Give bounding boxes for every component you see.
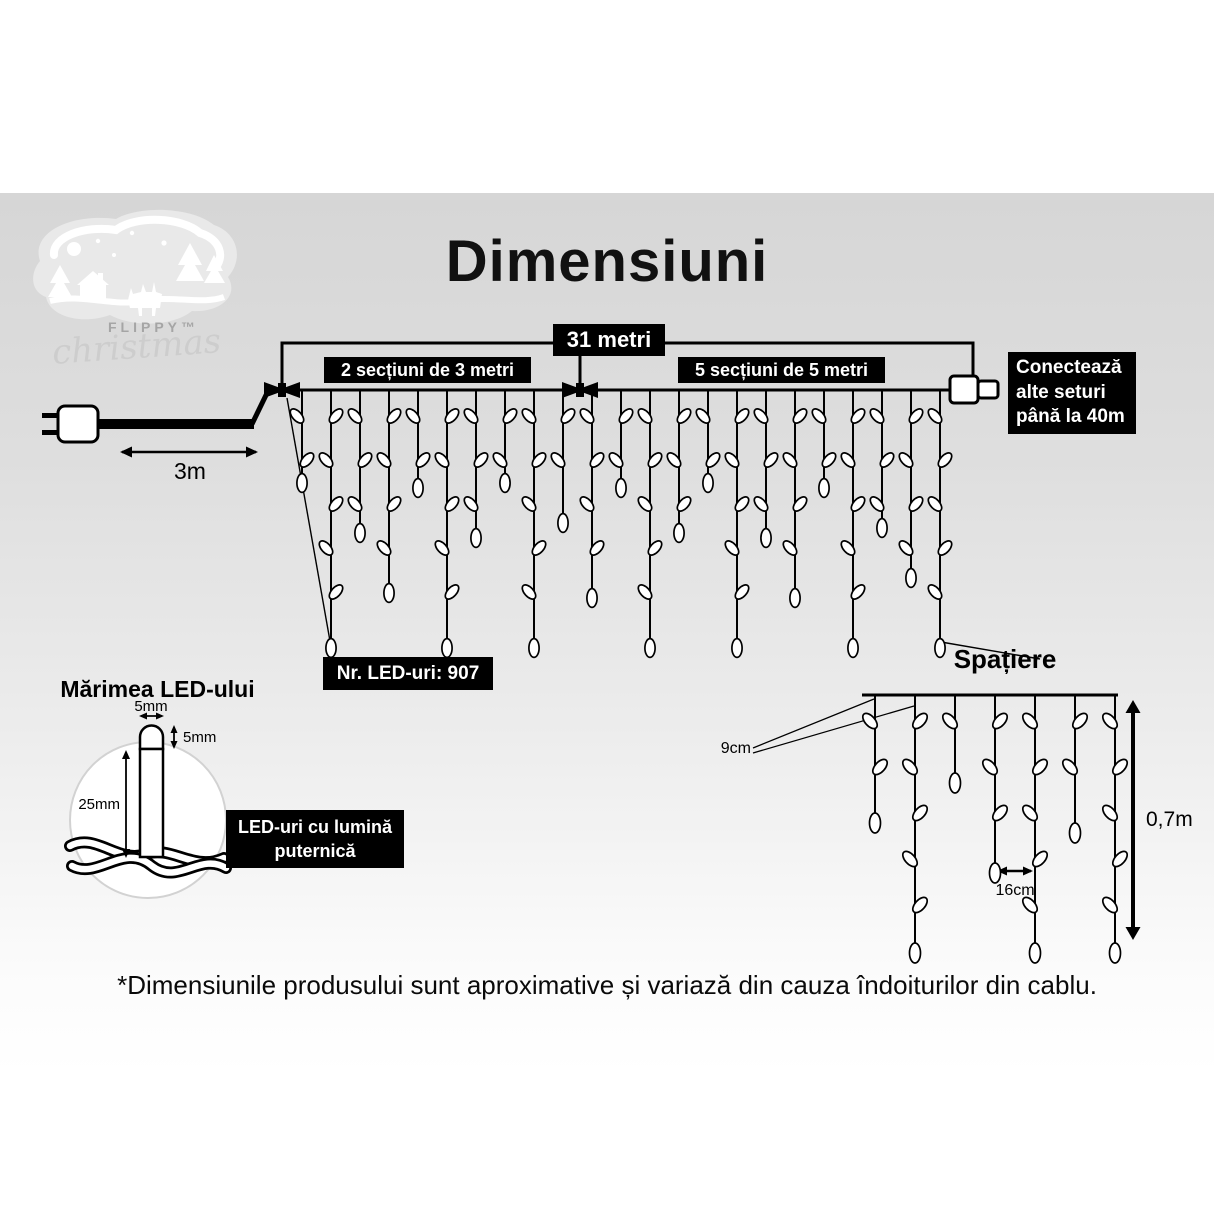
lead-length-label: 3m bbox=[174, 458, 206, 484]
main-light-strands bbox=[289, 390, 953, 659]
end-connector-icon bbox=[948, 374, 1000, 405]
total-length-label: 31 metri bbox=[553, 324, 665, 356]
spacing-leader-line bbox=[940, 641, 1041, 660]
moon-icon bbox=[67, 242, 81, 256]
page-title: Dimensiuni bbox=[445, 229, 769, 294]
brand-logo: FLIPPY™ christmas bbox=[22, 203, 250, 381]
bulb-gap-label: 16cm bbox=[995, 882, 1035, 899]
lead-length-arrow bbox=[120, 446, 258, 458]
cap-width-arrow bbox=[139, 712, 164, 720]
logo-brand-text: FLIPPY™ bbox=[108, 319, 200, 335]
spacing-title: Spațiere bbox=[953, 644, 1057, 674]
cap-height-label: 5mm bbox=[183, 729, 217, 746]
strand-height-label: 0,7m bbox=[1146, 808, 1193, 831]
winter-scene-illustration bbox=[33, 209, 237, 324]
footer-disclaimer: *Dimensiunile produsului sunt aproximati… bbox=[117, 970, 1097, 1000]
cable-connector-icon bbox=[264, 382, 300, 398]
cable-connector-icon bbox=[562, 382, 598, 398]
tree-icon bbox=[176, 243, 204, 281]
connect-note-label: Conectează alte seturi până la 40m bbox=[1008, 352, 1136, 434]
right-sections-label: 5 secțiuni de 5 metri bbox=[678, 357, 885, 383]
body-height-label: 25mm bbox=[78, 796, 120, 813]
cloud-outline bbox=[50, 215, 225, 273]
bulb-gap-arrow bbox=[997, 866, 1033, 876]
tree-icon bbox=[204, 255, 225, 283]
led-count-leader-line bbox=[286, 397, 334, 659]
spacing-light-strands bbox=[861, 695, 1129, 964]
strand-gap-label: 9cm bbox=[720, 740, 751, 757]
left-sections-label: 2 secțiuni de 3 metri bbox=[324, 357, 531, 383]
snow-ground bbox=[49, 294, 226, 306]
body-height-arrow bbox=[122, 750, 130, 858]
cap-width-label: 5mm bbox=[134, 698, 168, 715]
lead-cable bbox=[96, 419, 254, 429]
power-plug-icon bbox=[42, 404, 100, 444]
led-count-label: Nr. LED-uri: 907 bbox=[323, 657, 493, 690]
led-note-label: LED-uri cu lumină puternică bbox=[226, 810, 404, 868]
tree-icon bbox=[48, 265, 72, 297]
led-bulb-drawing bbox=[138, 724, 165, 859]
cap-height-arrow bbox=[170, 725, 178, 749]
strand-height-arrow bbox=[1125, 700, 1141, 940]
led-size-title: Mărimea LED-ului bbox=[60, 676, 255, 702]
